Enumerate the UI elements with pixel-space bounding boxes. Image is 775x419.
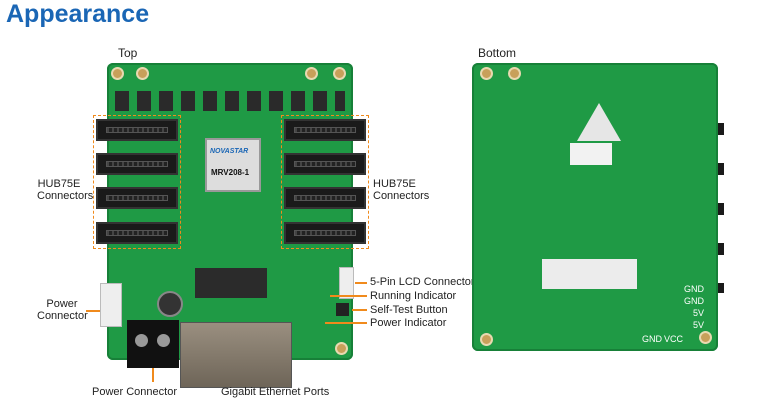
- mount-hole: [305, 67, 318, 80]
- bottom-heading: Bottom: [478, 46, 517, 60]
- gnd-label: GND: [642, 334, 662, 344]
- mount-hole: [111, 67, 124, 80]
- power-terminal: [127, 320, 179, 368]
- mount-hole: [508, 67, 521, 80]
- mount-hole: [335, 342, 348, 355]
- hub75e-connector: [96, 119, 178, 141]
- chip-model: MRV208-1: [211, 168, 250, 177]
- chip-brand: NOVASTAR: [210, 148, 249, 155]
- page-title: Appearance: [6, 0, 150, 28]
- hub75e-connector: [284, 222, 366, 244]
- hub75e-connector: [284, 119, 366, 141]
- ethernet-ports: [180, 322, 292, 388]
- label-line: Connector: [37, 310, 88, 322]
- mount-hole: [480, 67, 493, 80]
- label-line: HUB75E: [373, 178, 416, 190]
- hub75e-connector: [284, 187, 366, 209]
- pin-label: GND: [684, 296, 704, 306]
- hub75e-connector: [96, 153, 178, 175]
- label-line: Power: [46, 298, 78, 310]
- label-line: Connectors: [37, 190, 94, 202]
- hub75e-connector: [284, 153, 366, 175]
- pin-label: 5V: [692, 320, 704, 330]
- capacitor: [157, 291, 183, 317]
- label-sticker: [570, 143, 612, 165]
- callout-line: [355, 282, 367, 284]
- label-line: HUB75E: [37, 178, 81, 190]
- selftest-label: Self-Test Button: [370, 304, 448, 316]
- screw-icon: [135, 334, 148, 347]
- mount-hole: [699, 331, 712, 344]
- callout-line: [86, 310, 100, 312]
- bottom-board-image: GND GND 5V 5V GND VCC: [472, 63, 724, 351]
- hub-right-callout: [281, 115, 369, 249]
- pin-label: GND: [684, 284, 704, 294]
- pin-labels: GND GND 5V 5V: [684, 283, 704, 331]
- power-connector-white: [100, 283, 122, 327]
- running-label: Running Indicator: [370, 290, 457, 302]
- mount-hole: [480, 333, 493, 346]
- edge-connectors: [718, 123, 724, 293]
- label-line: Connectors: [373, 190, 430, 202]
- self-test-button: [336, 303, 349, 316]
- logo-triangle-icon: [577, 103, 621, 141]
- mount-hole: [136, 67, 149, 80]
- ic-row: [115, 91, 345, 111]
- top-board-image: NOVASTAR MRV208-1: [107, 63, 353, 360]
- power-bottom-label: Power Connector: [92, 386, 177, 398]
- hub75e-connector: [96, 222, 178, 244]
- callout-line: [152, 368, 154, 382]
- vcc-label: VCC: [664, 334, 684, 344]
- callout-line: [352, 309, 367, 311]
- power-indicator-label: Power Indicator: [370, 317, 447, 329]
- hub-left-callout: [93, 115, 181, 249]
- callout-line: [330, 295, 367, 297]
- mount-hole: [333, 67, 346, 80]
- screw-icon: [157, 334, 170, 347]
- hub75e-connector: [96, 187, 178, 209]
- blank-label: [542, 259, 637, 289]
- main-chip: NOVASTAR MRV208-1: [205, 138, 261, 192]
- callout-line: [325, 322, 367, 324]
- ethernet-label: Gigabit Ethernet Ports: [221, 386, 330, 398]
- lcd-label: 5-Pin LCD Connector: [370, 276, 475, 288]
- lcd-connector: [339, 267, 354, 299]
- memory-chip: [195, 268, 267, 298]
- top-heading: Top: [118, 46, 138, 60]
- pin-label: 5V: [692, 308, 704, 318]
